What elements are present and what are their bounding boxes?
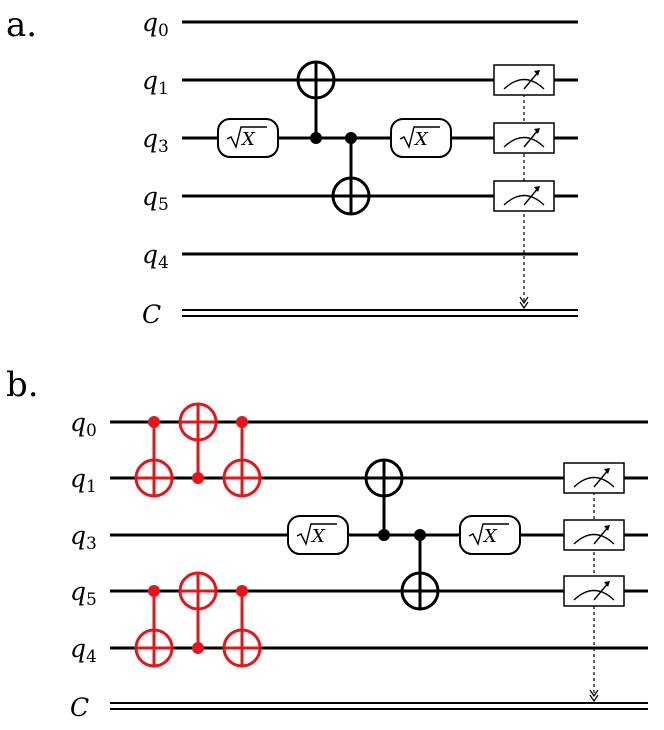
sqrt-x-box <box>390 118 452 158</box>
measure-gate <box>493 180 555 212</box>
qubit-name: q <box>142 182 158 211</box>
control-dot <box>378 529 390 541</box>
qubit-index: 4 <box>158 253 169 273</box>
cnot-gate <box>178 571 218 654</box>
measure-gate <box>563 575 625 607</box>
panel-a-label: a. <box>6 5 38 45</box>
cnot-gate <box>296 60 336 144</box>
qubit-name: q <box>70 634 86 663</box>
control-dot <box>236 416 248 428</box>
qubit-index: 1 <box>158 79 169 99</box>
qubit-label: q5 <box>142 182 169 215</box>
control-dot <box>148 585 160 597</box>
double-arrow-icon <box>589 689 599 703</box>
cnot-gate <box>364 458 404 541</box>
control-dot <box>148 416 160 428</box>
sqrt-x-gate: X <box>217 118 279 158</box>
measurement-group <box>563 462 625 703</box>
sqrt-x-box <box>217 118 279 158</box>
qubit-label: q0 <box>142 8 169 41</box>
sqrt-x-gate: X <box>287 515 349 555</box>
sqrt-x-label: X <box>240 129 256 150</box>
classical-label: C <box>142 300 161 329</box>
radical-sign-icon <box>226 126 267 150</box>
sqrt-x-label: X <box>413 129 429 150</box>
cnot-gate <box>134 585 174 668</box>
sqrt-x-gate: X <box>459 515 521 555</box>
qubit-index: 5 <box>158 195 169 215</box>
control-dot <box>192 642 204 654</box>
measure-gate <box>563 519 625 551</box>
qubit-name: q <box>70 408 86 437</box>
meter-arrow-icon <box>604 581 610 587</box>
qubit-label: q1 <box>70 464 97 497</box>
cnot-gate <box>400 529 440 611</box>
sqrt-x-box <box>459 515 521 555</box>
measure-gate <box>493 122 555 154</box>
cnot-gate <box>331 132 371 216</box>
qubit-index: 3 <box>158 137 169 157</box>
control-dot <box>414 529 426 541</box>
qubit-name: q <box>142 8 158 37</box>
double-arrow-icon <box>519 296 529 310</box>
meter-arc-icon <box>573 476 615 488</box>
qubit-index: 5 <box>86 590 97 610</box>
meter-arc-icon <box>503 78 545 90</box>
radical-sign-icon <box>399 126 440 150</box>
qubit-index: 3 <box>86 534 97 554</box>
qubit-index: 0 <box>158 21 169 41</box>
measurement-group <box>493 64 555 310</box>
qubit-name: q <box>142 240 158 269</box>
qubit-name: q <box>70 464 86 493</box>
cnot-gate <box>134 416 174 498</box>
cnot-gate <box>222 416 262 498</box>
classical-label: C <box>70 693 89 722</box>
meter-arc-icon <box>573 589 615 601</box>
qubit-label: q4 <box>70 634 97 667</box>
sqrt-x-gate: X <box>390 118 452 158</box>
radical-sign-icon <box>296 523 337 547</box>
meter-arc-icon <box>573 533 615 545</box>
cnot-gate <box>222 585 262 668</box>
meter-arc-icon <box>503 194 545 206</box>
qubit-label: q5 <box>70 577 97 610</box>
control-dot <box>310 132 322 144</box>
qubit-index: 0 <box>86 421 97 441</box>
sqrt-x-box <box>287 515 349 555</box>
qubit-name: q <box>70 577 86 606</box>
control-dot <box>345 132 357 144</box>
meter-arrow-icon <box>534 186 540 192</box>
meter-arrow-icon <box>604 468 610 474</box>
meter-arrow-icon <box>534 70 540 76</box>
qubit-label: q4 <box>142 240 169 273</box>
qubit-label: q0 <box>70 408 97 441</box>
qubit-index: 1 <box>86 477 97 497</box>
cnot-gate <box>178 402 218 484</box>
sqrt-x-label: X <box>310 526 326 547</box>
qubit-name: q <box>70 521 86 550</box>
qubit-label: q3 <box>70 521 97 554</box>
meter-arrow-icon <box>534 128 540 134</box>
sqrt-x-label: X <box>482 526 498 547</box>
measure-gate <box>563 462 625 494</box>
control-dot <box>192 472 204 484</box>
qubit-name: q <box>142 124 158 153</box>
radical-sign-icon <box>468 523 509 547</box>
measure-gate <box>493 64 555 96</box>
panel-b-label: b. <box>6 365 39 405</box>
qubit-label: q1 <box>142 66 169 99</box>
qubit-label: q3 <box>142 124 169 157</box>
qubit-index: 4 <box>86 647 97 667</box>
control-dot <box>236 585 248 597</box>
meter-arc-icon <box>503 136 545 148</box>
qubit-name: q <box>142 66 158 95</box>
meter-arrow-icon <box>604 525 610 531</box>
